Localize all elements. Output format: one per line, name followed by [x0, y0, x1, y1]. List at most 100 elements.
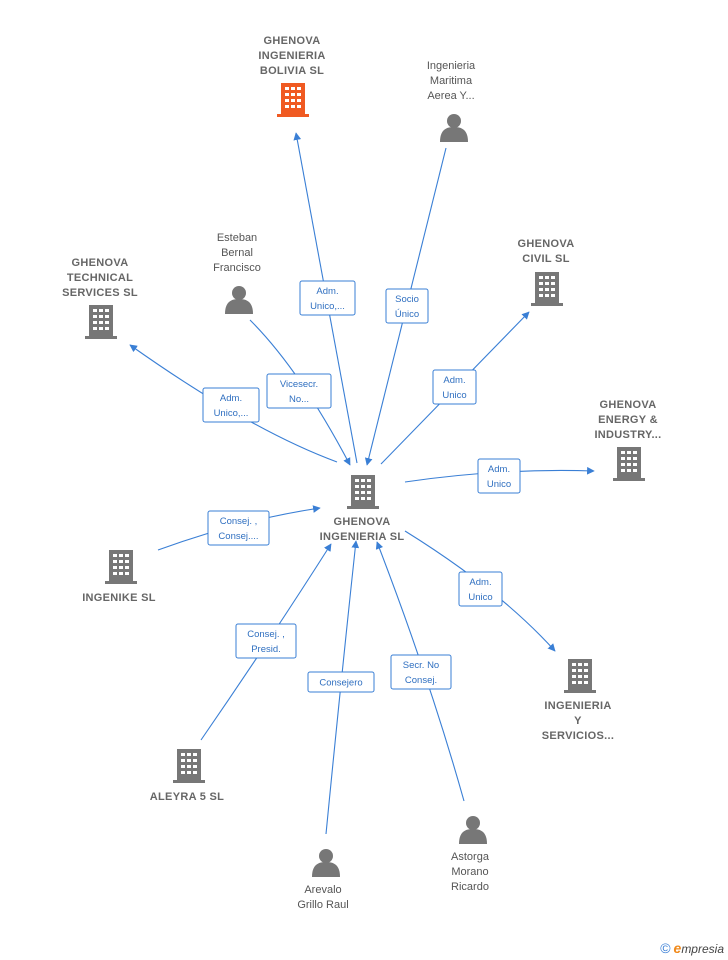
building-icon	[613, 447, 645, 481]
relation-label-box	[432, 369, 477, 405]
relation-label: Consej. ,	[220, 516, 258, 527]
person-icon	[440, 114, 468, 142]
node-label: Ingenieria	[427, 60, 476, 72]
relation-label-box	[207, 510, 270, 546]
node-servicios[interactable]: INGENIERIA Y SERVICIOS...	[542, 659, 614, 742]
node-technical[interactable]: GHENOVA TECHNICAL SERVICES SL	[62, 257, 138, 339]
relation-label: No...	[289, 394, 309, 405]
relation-civil[interactable]: Adm. Unico	[380, 311, 530, 465]
relation-ingenike[interactable]: Consej. , Consej....	[157, 505, 321, 551]
relation-label: Unico	[442, 390, 466, 401]
node-label: Grillo Raul	[297, 899, 348, 911]
relation-label: Unico,...	[310, 301, 345, 312]
relation-label: Adm.	[443, 375, 465, 386]
node-label: INGENIERIA SL	[320, 531, 405, 543]
node-label: Francisco	[213, 262, 261, 274]
node-label: GHENOVA	[518, 238, 575, 250]
relation-label: Consej.	[405, 675, 437, 686]
relation-label: Adm.	[469, 577, 491, 588]
relation-label-box	[458, 571, 503, 607]
node-label: GHENOVA	[334, 516, 391, 528]
relation-label: Consejero	[319, 678, 362, 689]
node-label: Y	[574, 715, 582, 727]
node-civil[interactable]: GHENOVA CIVIL SL	[518, 238, 575, 306]
relation-esteban[interactable]: Vicesecr.No...	[249, 319, 351, 466]
node-label: INDUSTRY...	[594, 429, 661, 441]
node-label: Ricardo	[451, 881, 489, 893]
node-label: SERVICIOS...	[542, 730, 614, 742]
relation-label: Único	[395, 309, 419, 320]
node-label: Astorga	[451, 851, 490, 863]
node-label: TECHNICAL	[67, 272, 133, 284]
relation-label-box	[299, 280, 356, 316]
node-label: GHENOVA	[72, 257, 129, 269]
building-icon	[173, 749, 205, 783]
relation-label-box	[477, 458, 521, 494]
relation-bolivia[interactable]: Adm. Unico,...	[293, 132, 358, 464]
brand-logo-initial: e	[673, 940, 682, 956]
relation-aleyra[interactable]: Consej. , Presid.	[200, 543, 332, 741]
relation-servicios[interactable]: Adm. Unico	[404, 530, 556, 652]
relation-arevalo[interactable]: Consejero	[307, 540, 375, 835]
relation-technical[interactable]: Adm. Unico,...	[129, 344, 338, 463]
relation-label: Socio	[395, 294, 419, 305]
person-icon	[312, 849, 340, 877]
relation-label: Adm.	[488, 464, 510, 475]
relation-label: Adm.	[316, 286, 338, 297]
relation-label: Consej....	[218, 531, 258, 542]
node-label: Morano	[451, 866, 488, 878]
building-icon	[564, 659, 596, 693]
relation-label: Unico,...	[214, 408, 249, 419]
node-label: ENERGY &	[598, 414, 658, 426]
node-label: GHENOVA	[264, 35, 321, 47]
relation-label-box	[390, 654, 452, 690]
relation-label: Adm.	[220, 393, 242, 404]
person-icon	[225, 286, 253, 314]
node-label: BOLIVIA SL	[260, 65, 324, 77]
relation-label: Unico	[487, 479, 511, 490]
relation-label: Secr. No	[403, 660, 439, 671]
node-label: Arevalo	[304, 884, 341, 896]
relation-label: Presid.	[251, 644, 281, 655]
relation-label-box	[235, 623, 297, 659]
node-ingenike[interactable]: INGENIKE SL	[82, 550, 156, 604]
brand-logo-text: mpresia	[681, 942, 724, 956]
node-label: INGENIERIA	[544, 700, 611, 712]
node-center[interactable]: GHENOVA INGENIERIA SL	[320, 475, 405, 543]
node-label: Bernal	[221, 247, 253, 259]
node-label: ALEYRA 5 SL	[150, 791, 224, 803]
relation-label: Unico	[468, 592, 492, 603]
relation-label: Consej. ,	[247, 629, 285, 640]
node-label: SERVICES SL	[62, 287, 138, 299]
relation-label-box	[266, 373, 332, 409]
building-icon	[531, 272, 563, 306]
node-label: INGENIERIA	[258, 50, 325, 62]
copyright-icon: ©	[660, 940, 671, 956]
node-bolivia[interactable]: GHENOVA INGENIERIA BOLIVIA SL	[258, 35, 325, 117]
relation-astorga[interactable]: Secr. No Consej.	[375, 541, 465, 802]
building-icon	[85, 305, 117, 339]
building-icon	[277, 83, 309, 117]
node-label: GHENOVA	[600, 399, 657, 411]
node-label: Aerea Y...	[427, 90, 474, 102]
building-icon	[105, 550, 137, 584]
footer-credit: ©empresia	[660, 940, 724, 956]
relation-label-box	[307, 671, 375, 693]
node-aleyra[interactable]: ALEYRA 5 SL	[150, 749, 224, 803]
relation-label-box	[202, 387, 260, 423]
node-label: INGENIKE SL	[82, 592, 156, 604]
node-label: Esteban	[217, 232, 257, 244]
relation-label-box	[385, 288, 429, 324]
relation-energy[interactable]: Adm. Unico	[404, 458, 595, 494]
person-icon	[459, 816, 487, 844]
building-icon	[347, 475, 379, 509]
node-energy[interactable]: GHENOVA ENERGY & INDUSTRY...	[594, 399, 661, 481]
node-label: CIVIL SL	[522, 253, 569, 265]
node-label: Maritima	[430, 75, 473, 87]
